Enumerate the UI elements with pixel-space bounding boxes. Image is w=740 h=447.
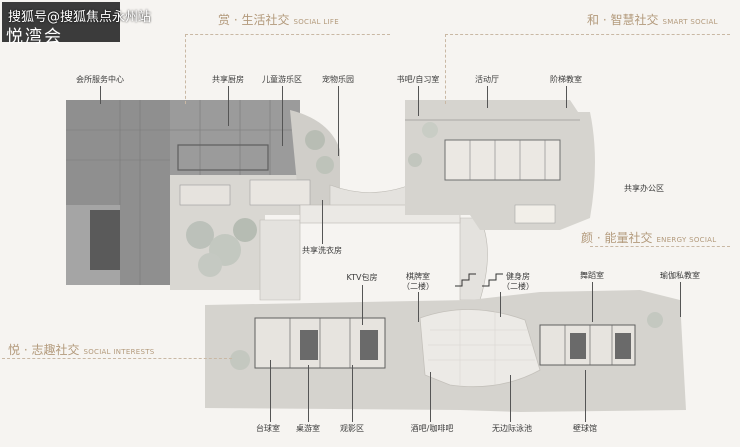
leader-cinema (352, 365, 353, 422)
leader-squash (585, 370, 586, 422)
clubhouse-block (66, 100, 300, 285)
label-cinema: 观影区 (340, 424, 364, 433)
connector-paths (259, 184, 488, 301)
stairs-icon (455, 273, 503, 287)
label-billiards: 台球室 (256, 424, 280, 433)
logo-block (2, 2, 120, 42)
leader-chess (418, 292, 419, 322)
leader-gym (500, 292, 501, 317)
label-bar-cafe: 酒吧/咖啡吧 (410, 424, 454, 433)
leader-dance (592, 282, 593, 322)
label-laundry: 共享洗衣房 (302, 246, 342, 255)
leader-ktv (362, 285, 363, 325)
leader-yoga (680, 282, 681, 317)
smart-divider-v (445, 34, 446, 104)
interests-divider (2, 358, 232, 359)
smart-divider (445, 34, 730, 35)
leader-reading (418, 86, 419, 116)
logo: 悦湾会 (6, 27, 63, 47)
label-gym: 健身房 （二楼） (502, 272, 534, 291)
label-chess: 棋牌室 （二楼） (402, 272, 434, 291)
upper-left-garden (170, 110, 340, 290)
label-kids-zone: 儿童游乐区 (262, 75, 302, 84)
leader-kids (282, 86, 283, 146)
leader-activity (487, 86, 488, 108)
label-ktv: KTV包房 (346, 273, 378, 282)
label-clubhouse: 会所服务中心 (76, 75, 124, 84)
bottom-block (205, 290, 686, 412)
label-pool: 无边际泳池 (492, 424, 532, 433)
leader-kitchen (228, 86, 229, 126)
label-dance: 舞蹈室 (580, 271, 604, 280)
label-activity-hall: 活动厅 (475, 75, 499, 84)
leader-billiards (270, 360, 271, 422)
label-yoga: 瑜伽私教室 (660, 271, 700, 280)
label-pet-park: 宠物乐园 (322, 75, 354, 84)
leader-clubhouse (100, 86, 101, 104)
leader-lecture (566, 86, 567, 108)
label-shared-kitchen: 共享厨房 (212, 75, 244, 84)
upper-right-block (405, 100, 595, 230)
leader-board (308, 365, 309, 422)
label-shared-office: 共享办公区 (624, 184, 664, 193)
label-reading-room: 书吧/自习室 (396, 75, 440, 84)
label-squash: 壁球馆 (573, 424, 597, 433)
life-divider-v (185, 34, 186, 104)
watermark-text: 搜狐号@搜狐焦点永州站 (8, 10, 152, 25)
leader-laundry (322, 200, 323, 244)
leader-pet (338, 86, 339, 156)
life-divider (185, 34, 390, 35)
leader-bar (430, 372, 431, 422)
leader-pool (510, 375, 511, 422)
energy-divider (590, 246, 730, 247)
label-lecture-room: 阶梯教室 (550, 75, 582, 84)
label-board-games: 桌游室 (296, 424, 320, 433)
